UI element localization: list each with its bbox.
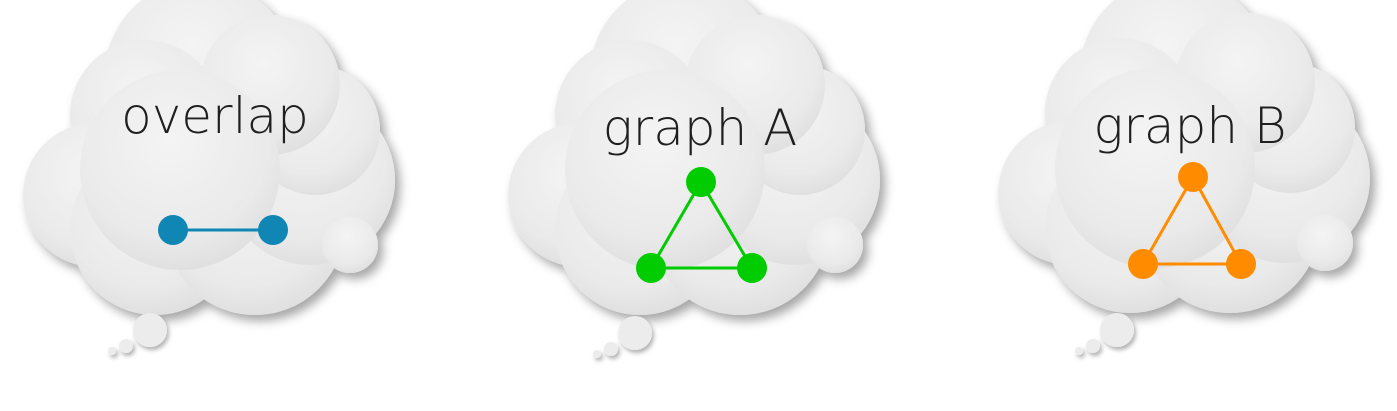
graph-node	[258, 215, 288, 245]
graph-node	[1128, 249, 1158, 279]
thought-bubbles	[108, 313, 167, 355]
graph-node	[158, 215, 188, 245]
graph-node	[737, 253, 767, 283]
graph-edge	[699, 181, 754, 269]
graph-edge	[1141, 176, 1195, 265]
thought-bubble-small	[593, 350, 601, 358]
thought-bubble-large	[618, 316, 652, 350]
graph-edge	[649, 181, 703, 269]
graph-node	[1178, 162, 1208, 192]
thought-bubble-large	[1100, 313, 1134, 347]
thought-bubble-medium	[1086, 339, 1100, 353]
thought-bubbles	[593, 316, 652, 358]
thought-bubble-small	[1075, 347, 1083, 355]
thought-bubble-small	[108, 347, 116, 355]
overlap-graph	[158, 215, 288, 245]
thought-bubble-large	[133, 313, 167, 347]
cloud-overlap: overlap	[23, 0, 395, 355]
cloud-label: overlap	[121, 87, 309, 145]
graph-node	[636, 253, 666, 283]
graph-b-triangle	[1128, 162, 1256, 279]
cloud-graph-a: graph A	[508, 0, 880, 358]
thought-bubbles	[1075, 313, 1134, 355]
cloud-label: graph B	[1093, 97, 1286, 155]
thought-bubble-medium	[604, 342, 618, 356]
graph-edge	[1191, 176, 1243, 265]
cloud-graph-b: graph B	[998, 0, 1370, 355]
graph-node	[686, 167, 716, 197]
thought-bubble-medium	[119, 339, 133, 353]
graph-a-triangle	[636, 167, 767, 283]
graph-node	[1226, 249, 1256, 279]
cloud-label: graph A	[603, 99, 798, 157]
